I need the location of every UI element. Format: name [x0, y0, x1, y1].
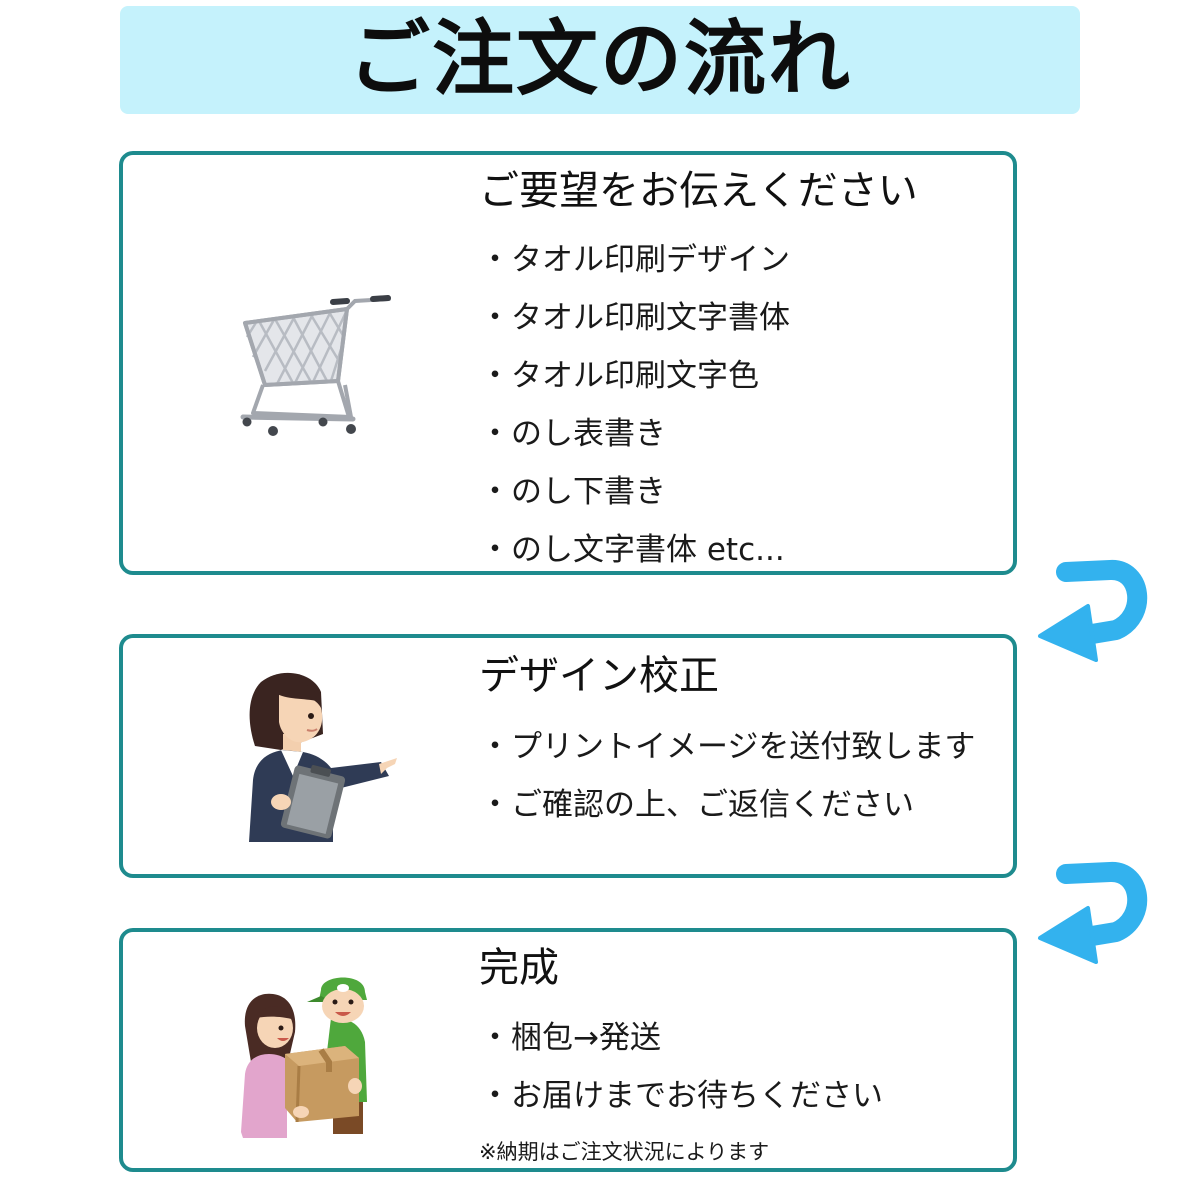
staff-with-clipboard-icon: [249, 672, 397, 842]
bullet: ・: [479, 300, 511, 336]
list-item: ・タオル印刷文字色: [479, 347, 790, 405]
proof-list: ・プリントイメージを送付致します ・ご確認の上、ご返信ください: [479, 718, 976, 834]
bullet: ・: [479, 242, 511, 278]
list-item: ・プリントイメージを送付致します: [479, 718, 976, 776]
next-step-arrow-icon: [1038, 560, 1148, 662]
list-item: ・のし文字書体 etc...: [479, 521, 790, 579]
list-item: ・のし表書き: [479, 405, 790, 463]
list-item: ・お届けまでお待ちください: [479, 1067, 884, 1125]
bullet: ・: [479, 358, 511, 394]
page-title: ご注文の流れ: [347, 12, 852, 107]
step-title: ご要望をお伝えください: [479, 168, 918, 214]
bullet: ・: [479, 729, 511, 765]
list-item: ・ご確認の上、ご返信ください: [479, 776, 975, 834]
bullet: ・: [479, 1020, 511, 1056]
bullet: ・: [479, 787, 511, 823]
step-title: デザイン校正: [479, 653, 719, 699]
next-step-arrow-icon: [1038, 862, 1148, 964]
list-item: ・梱包→発送: [479, 1009, 883, 1067]
step-card-complete: 完成 ・梱包→発送 ・お届けまでお待ちください ※納期はご注文状況によります: [119, 928, 1017, 1172]
request-list: ・タオル印刷デザイン ・タオル印刷文字書体 ・タオル印刷文字色 ・のし表書き ・…: [479, 231, 791, 579]
bullet: ・: [479, 474, 511, 510]
header-banner: ご注文の流れ: [120, 6, 1080, 114]
step-card-proof: デザイン校正 ・プリントイメージを送付致します ・ご確認の上、ご返信ください: [119, 634, 1017, 878]
step-card-request: ご要望をお伝えください ・タオル印刷デザイン ・タオル印刷文字書体 ・タオル印刷…: [119, 151, 1017, 575]
bullet: ・: [479, 416, 511, 452]
list-item: ・タオル印刷デザイン: [479, 231, 791, 289]
complete-list: ・梱包→発送 ・お届けまでお待ちください: [479, 1009, 884, 1125]
delivery-note: ※納期はご注文状況によります: [479, 1140, 770, 1164]
bullet: ・: [479, 532, 511, 568]
list-item: ・のし下書き: [479, 463, 790, 521]
shopping-cart-icon: [240, 295, 391, 436]
list-item: ・タオル印刷文字書体: [479, 289, 791, 347]
delivery-handoff-icon: [241, 977, 367, 1138]
bullet: ・: [479, 1078, 511, 1114]
step-title: 完成: [479, 945, 559, 991]
